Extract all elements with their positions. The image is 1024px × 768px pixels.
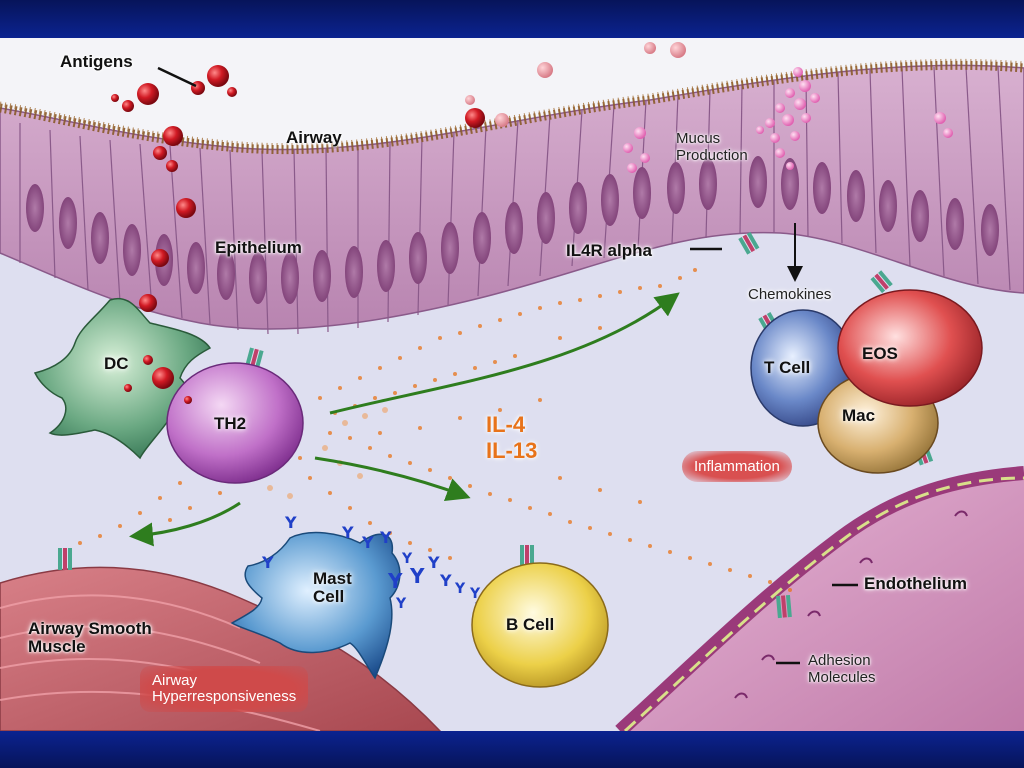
label-th2: TH2 — [214, 414, 247, 433]
top-frame-bar — [0, 0, 1024, 38]
dendritic-cell — [33, 297, 212, 460]
svg-text:Y: Y — [361, 533, 374, 552]
antigen-particles — [111, 42, 686, 312]
mucus-particles — [623, 67, 953, 173]
svg-text:Y: Y — [387, 569, 403, 593]
label-adhesion-molecules: Adhesion Molecules — [808, 652, 876, 686]
diagram-illustration: YYY YYY YYY YYY YYY — [0, 38, 1024, 731]
label-il4r-alpha: IL4R alpha — [566, 241, 652, 260]
svg-text:Y: Y — [341, 523, 354, 542]
b-cell — [471, 562, 609, 688]
svg-text:Y: Y — [284, 513, 297, 532]
label-mac: Mac — [842, 406, 876, 425]
th2-cell — [166, 362, 304, 484]
epithelial-nuclei — [26, 156, 999, 304]
label-endothelium: Endothelium — [864, 574, 967, 593]
label-il13: IL-13 — [486, 438, 538, 463]
label-airway: Airway — [286, 128, 342, 147]
cilia-layer — [0, 60, 1024, 155]
adhesion-molecule-marks — [734, 510, 968, 699]
label-t-cell: T Cell — [764, 358, 811, 377]
label-epithelium: Epithelium — [215, 238, 302, 257]
arrow-to-il4r — [329, 292, 680, 415]
eosinophil — [837, 289, 983, 407]
label-chemokines: Chemokines — [748, 286, 832, 303]
label-inflammation: Inflammation — [682, 451, 792, 482]
svg-text:Y: Y — [409, 564, 425, 588]
svg-text:Y: Y — [379, 528, 392, 547]
label-airway-smooth-muscle: Airway Smooth Muscle — [28, 619, 152, 656]
mast-cell-body — [230, 531, 401, 680]
label-airway-hyperresponsiveness: Airway Hyperresponsiveness — [140, 666, 309, 712]
label-dc: DC — [104, 354, 129, 373]
svg-text:Y: Y — [439, 571, 452, 590]
bottom-frame-bar — [0, 731, 1024, 768]
svg-text:Y: Y — [401, 551, 413, 567]
airway-lumen — [0, 38, 1024, 150]
label-antigens: Antigens — [60, 52, 133, 71]
label-mucus-production: Mucus Production — [676, 130, 748, 164]
cytokine-cloud — [78, 268, 792, 592]
leader-lines — [157, 66, 858, 665]
label-eos: EOS — [862, 344, 898, 363]
svg-text:Y: Y — [395, 596, 407, 612]
label-mast-cell: Mast Cell — [313, 569, 352, 606]
svg-text:Y: Y — [261, 553, 274, 572]
label-b-cell: B Cell — [506, 615, 555, 634]
svg-text:Y: Y — [454, 581, 466, 597]
arrow-to-bcell — [314, 456, 471, 501]
blood-vessel — [620, 473, 1024, 731]
svg-text:Y: Y — [427, 553, 440, 572]
diagram-stage: YYY YYY YYY YYY YYY Antigens Airway Epit… — [0, 38, 1024, 731]
label-il4: IL-4 — [486, 412, 526, 437]
endothelium-wall — [615, 466, 1024, 731]
arrow-to-muscle — [129, 501, 241, 547]
